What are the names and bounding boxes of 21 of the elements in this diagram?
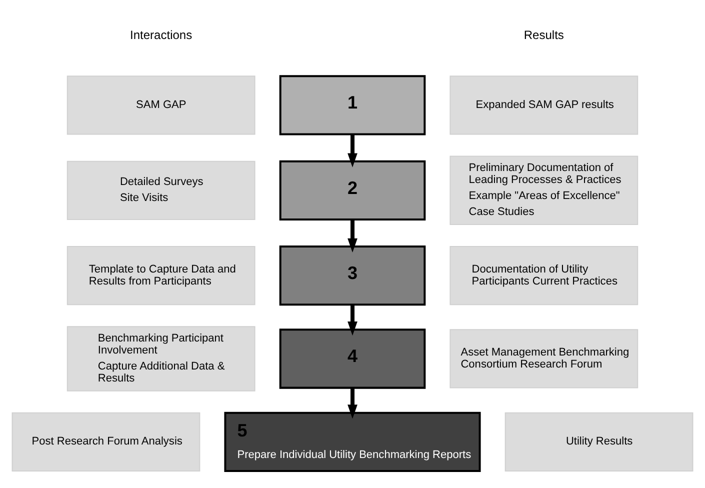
node-box: Detailed Surveys Site Visits — [66, 160, 256, 220]
node-box: Template to Capture Data and Results from Participants — [66, 246, 256, 305]
arrow — [348, 304, 358, 336]
node-box: Benchmarking Participant Involvement Capture Additional Data & Results — [66, 326, 256, 391]
node-box: Post Research Forum Analysis — [12, 412, 200, 471]
node-box: Expanded SAM GAP results — [450, 75, 638, 134]
node-box: 1 — [279, 74, 426, 135]
node-box: Utility Results — [504, 412, 694, 471]
arrow — [348, 219, 358, 252]
node-box: 5 Prepare Individual Utility Benchmarking Reports — [224, 411, 481, 472]
node-box: SAM GAP — [66, 75, 256, 134]
label: Results — [524, 28, 564, 42]
node-box: 4 — [279, 328, 426, 388]
node-box: Asset Management Benchmarking Consortium Research Forum — [450, 328, 638, 388]
label: Interactions — [130, 28, 192, 42]
arrow — [348, 388, 358, 418]
node-box: 2 — [279, 160, 426, 220]
node-box: Preliminary Documentation of Leading Processes & Practices Example "Areas of Excellence" Case Studies — [450, 155, 638, 224]
node-box: 3 — [279, 245, 426, 306]
arrow — [348, 134, 358, 167]
node-box: Documentation of Utility Participants Current Practices — [450, 246, 638, 305]
